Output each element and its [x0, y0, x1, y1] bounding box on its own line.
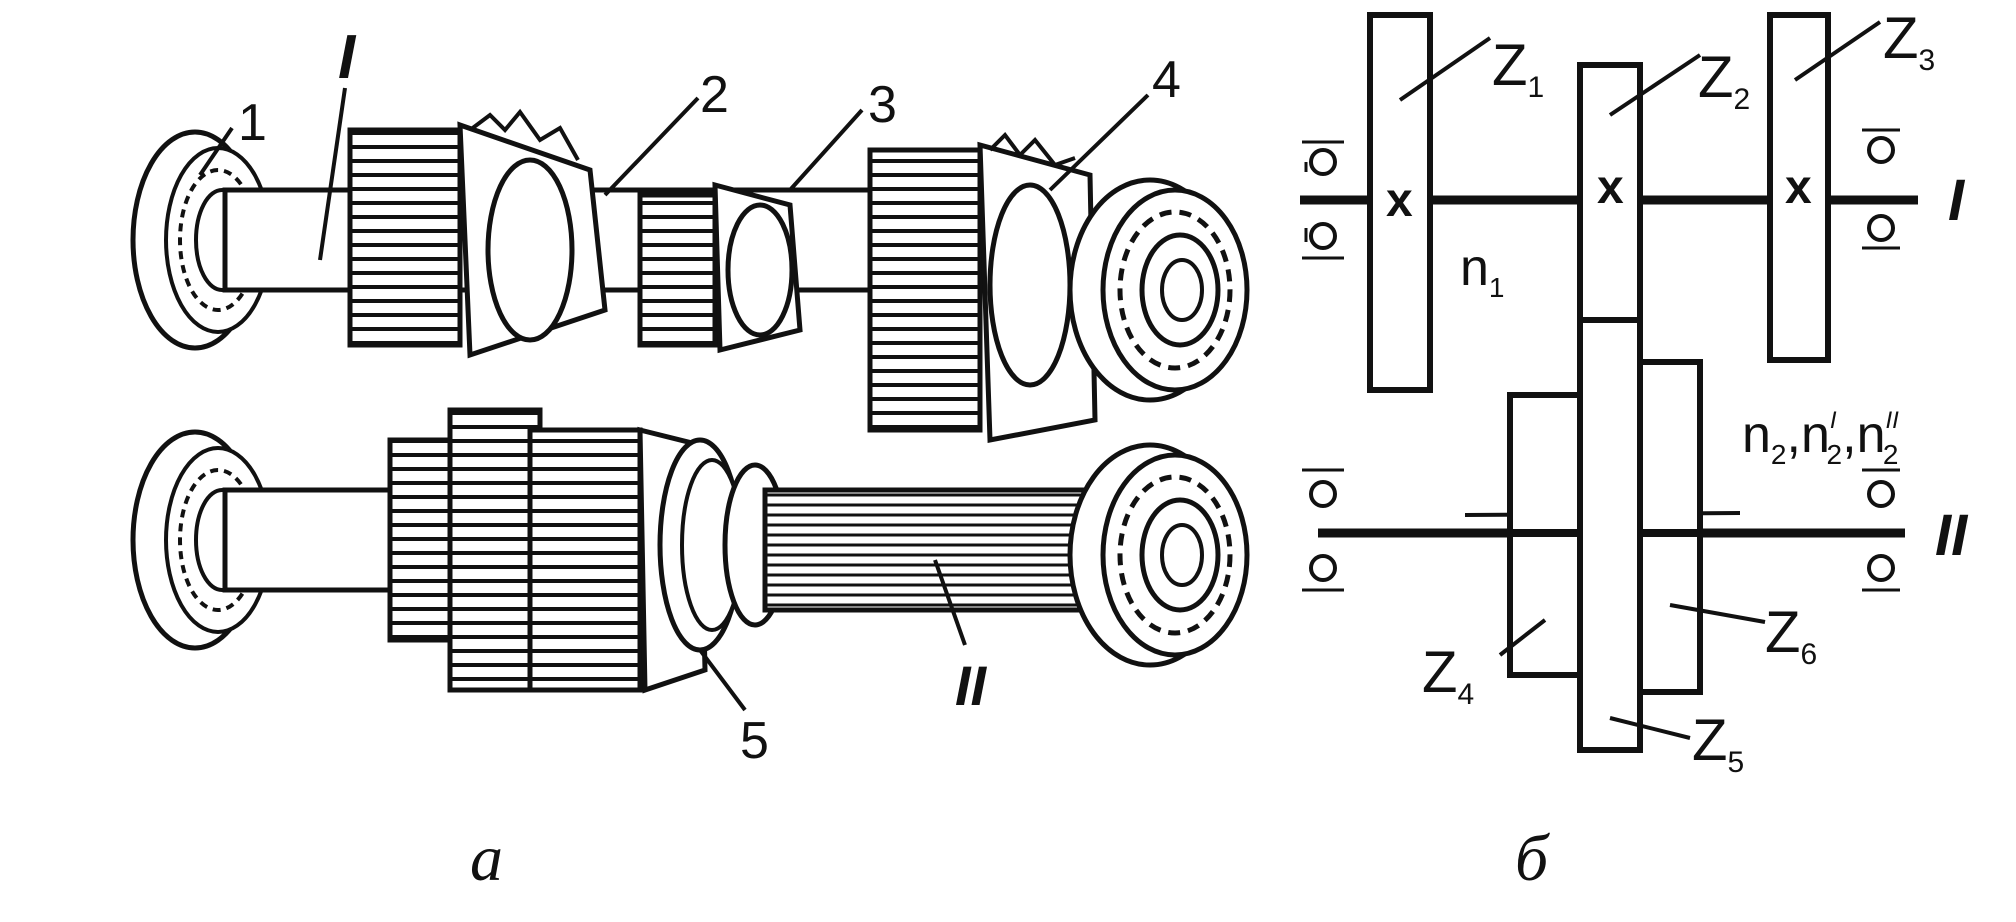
- label-z2: Z2: [1698, 45, 1750, 116]
- panel-a-drawing: 1 I 2 3 4 5 II а: [130, 23, 1250, 895]
- label-part-4: 4: [1152, 51, 1181, 109]
- label-lower-shaft-b: II: [1935, 503, 1969, 568]
- fixed-mark-z1: x: [1386, 174, 1413, 227]
- label-upper-shaft-b: I: [1948, 168, 1966, 233]
- gear-2: [347, 108, 608, 359]
- label-lower-shaft-a: II: [955, 654, 988, 717]
- bearing-II-right: [1862, 468, 1900, 592]
- bearing-I-left: [1302, 140, 1344, 260]
- panel-b-scheme: x x x: [1300, 6, 1969, 895]
- label-part-2: 2: [700, 66, 729, 124]
- scheme-bearings: [1302, 128, 1900, 592]
- panel-a-leaders: [198, 87, 1150, 712]
- label-n1: n1: [1460, 239, 1505, 303]
- gear-z3: [1767, 12, 1831, 363]
- gear-z1: [1367, 12, 1433, 393]
- upper-right-bearing: [1067, 177, 1250, 403]
- label-upper-shaft-a: I: [338, 23, 357, 92]
- gear-z6: [1637, 359, 1703, 695]
- lower-shaft: [222, 487, 403, 593]
- label-z5: Z5: [1692, 708, 1744, 779]
- upper-shaft-assembly: [130, 108, 1250, 444]
- label-z3: Z3: [1883, 6, 1935, 77]
- caption-a: а: [470, 822, 503, 895]
- label-part-1: 1: [238, 94, 267, 152]
- label-z1: Z1: [1492, 33, 1544, 104]
- bearing-I-right: [1862, 128, 1900, 250]
- fixed-mark-z3: x: [1785, 161, 1812, 214]
- caption-b: б: [1515, 822, 1550, 895]
- gear-3: [637, 181, 803, 354]
- gear-4: [867, 131, 1098, 444]
- panel-b-leaders: [1398, 20, 1882, 740]
- lower-right-bearing: [1067, 442, 1250, 668]
- gear-z5: [1577, 317, 1643, 753]
- lower-splined-shaft: [762, 487, 1103, 613]
- label-part-5: 5: [740, 712, 769, 770]
- gear-z2: [1577, 62, 1643, 323]
- lower-shaft-assembly: [130, 407, 1250, 694]
- bearing-II-left: [1302, 468, 1344, 592]
- label-part-3: 3: [868, 76, 897, 134]
- fixed-mark-z2: x: [1597, 161, 1624, 214]
- gear-block-5: [387, 407, 788, 694]
- label-z4: Z4: [1422, 640, 1474, 711]
- label-z6: Z6: [1765, 600, 1817, 671]
